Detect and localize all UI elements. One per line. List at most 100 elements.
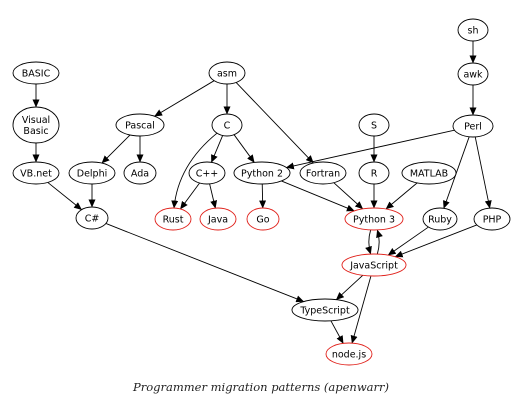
node-javascript: JavaScript	[341, 253, 407, 277]
node-basic-label: BASIC	[22, 68, 51, 79]
edge-ruby-to-javascript	[387, 226, 429, 256]
node-basic: BASIC	[12, 61, 60, 85]
node-javascript-label: JavaScript	[349, 260, 398, 271]
node-pascal-label: Pascal	[125, 120, 155, 131]
node-python2-ellipse	[233, 161, 291, 185]
node-sh: sh	[457, 18, 489, 42]
node-rust-ellipse	[154, 207, 192, 231]
node-r-ellipse	[358, 161, 390, 185]
node-matlab-ellipse	[401, 161, 457, 185]
edge-php-to-javascript	[394, 224, 477, 258]
node-ada-ellipse	[123, 161, 157, 185]
edge-pascal-to-delphi	[101, 134, 131, 164]
node-ada: Ada	[123, 161, 157, 185]
node-ruby-label: Ruby	[428, 214, 452, 225]
node-awk-ellipse	[457, 62, 489, 86]
edge-asm-to-pascal	[154, 80, 215, 117]
node-python3-label: Python 3	[353, 214, 395, 225]
node-python2: Python 2	[233, 161, 291, 185]
node-asm-label: asm	[217, 68, 237, 79]
edge-cpp-to-rust	[180, 182, 200, 210]
node-php: PHP	[473, 207, 511, 231]
node-php-label: PHP	[483, 214, 502, 225]
node-go-label: Go	[256, 214, 269, 225]
node-typescript-ellipse	[291, 298, 359, 322]
node-fortran: Fortran	[299, 161, 347, 185]
edge-perl-to-python2	[285, 129, 455, 170]
node-awk-label: awk	[463, 69, 483, 80]
node-vbnet-label: VB.net	[20, 168, 52, 179]
figure-caption: Programmer migration patterns (apenwarr)	[132, 380, 390, 394]
node-nodejs-ellipse	[325, 342, 373, 366]
node-r: R	[358, 161, 390, 185]
edge-matlab-to-python3	[385, 182, 418, 210]
node-vbnet-ellipse	[12, 161, 60, 185]
node-cpp-label: C++	[196, 168, 219, 179]
node-typescript-label: TypeScript	[299, 305, 350, 316]
node-rust: Rust	[154, 207, 192, 231]
node-pascal: Pascal	[115, 113, 165, 137]
node-nodejs-label: node.js	[332, 349, 366, 360]
node-visualbasic-label: Basic	[23, 126, 48, 137]
node-python3-ellipse	[344, 207, 404, 231]
node-perl-label: Perl	[464, 121, 482, 132]
node-matlab-label: MATLAB	[410, 168, 448, 179]
edge-vbnet-to-csharp	[47, 182, 82, 210]
node-ruby-ellipse	[422, 207, 458, 231]
node-s-label: S	[371, 120, 377, 131]
node-s-ellipse	[358, 113, 390, 137]
node-visualbasic-label: Visual	[22, 115, 50, 126]
edge-c-to-rust	[171, 132, 218, 209]
node-python2-label: Python 2	[241, 168, 283, 179]
node-pascal-ellipse	[115, 113, 165, 137]
edge-perl-to-php	[474, 136, 492, 209]
node-python3: Python 3	[344, 207, 404, 231]
node-go: Go	[246, 207, 280, 231]
node-csharp: C#	[75, 206, 109, 230]
node-java-ellipse	[199, 207, 237, 231]
node-fortran-ellipse	[299, 161, 347, 185]
node-perl-ellipse	[452, 114, 494, 138]
node-ada-label: Ada	[131, 168, 149, 179]
node-java: Java	[199, 207, 237, 231]
edge-cpp-to-java	[209, 183, 218, 209]
node-delphi: Delphi	[68, 161, 116, 185]
node-sh-label: sh	[468, 25, 479, 36]
node-fortran-label: Fortran	[306, 168, 340, 179]
node-cpp: C++	[188, 161, 226, 185]
edge-javascript-to-nodejs	[350, 275, 372, 344]
node-csharp-ellipse	[75, 206, 109, 230]
node-go-ellipse	[246, 207, 280, 231]
node-basic-ellipse	[12, 61, 60, 85]
node-c: C	[211, 113, 243, 137]
node-delphi-label: Delphi	[77, 168, 108, 179]
node-rust-label: Rust	[163, 214, 184, 225]
edge-c-to-cpp	[211, 135, 224, 163]
edge-typescript-to-nodejs	[330, 320, 344, 344]
node-ruby: Ruby	[422, 207, 458, 231]
node-cpp-ellipse	[188, 161, 226, 185]
node-typescript: TypeScript	[291, 298, 359, 322]
edge-c-to-python2	[233, 134, 255, 163]
node-vbnet: VB.net	[12, 161, 60, 185]
edge-python2-to-go	[259, 183, 267, 209]
node-visualbasic-ellipse	[12, 106, 60, 144]
node-csharp-label: C#	[85, 213, 100, 224]
edge-python2-to-python3	[281, 180, 355, 212]
node-asm-ellipse	[208, 61, 246, 85]
node-c-label: C	[224, 120, 231, 131]
edge-perl-to-ruby	[443, 136, 470, 209]
node-matlab: MATLAB	[401, 161, 457, 185]
edge-javascript-to-python3	[376, 229, 383, 255]
edge-fortran-to-python3	[333, 182, 364, 210]
node-php-ellipse	[473, 207, 511, 231]
node-c-ellipse	[211, 113, 243, 137]
node-perl: Perl	[452, 114, 494, 138]
node-awk: awk	[457, 62, 489, 86]
node-nodejs: node.js	[325, 342, 373, 366]
node-sh-ellipse	[457, 18, 489, 42]
edge-javascript-to-typescript	[335, 274, 364, 300]
